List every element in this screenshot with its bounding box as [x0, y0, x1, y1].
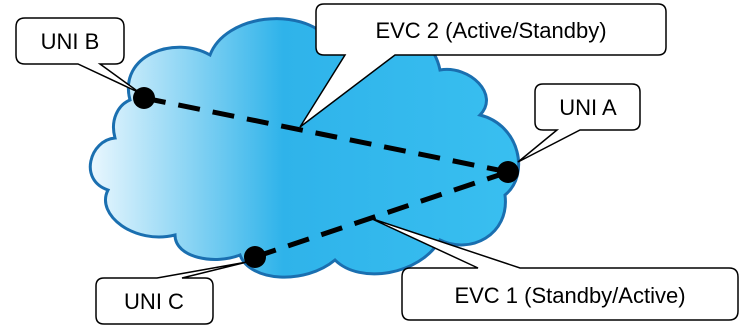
evc2-dashed-line: [143, 95, 509, 175]
uni-b-label: UNI B: [41, 29, 100, 54]
uni-b-callout-box: [15, 17, 141, 94]
uni-c-node: [244, 246, 266, 268]
network-cloud: [88, 17, 521, 279]
uni-a-node: [497, 161, 519, 183]
uni-c-label: UNI C: [124, 289, 184, 314]
evc1-callout-box: [369, 217, 739, 321]
uni-c-callout-box: [95, 261, 248, 325]
evc2-label: EVC 2 (Active/Standby): [375, 18, 606, 43]
evc2-callout-box: [299, 3, 667, 128]
evc1-dashed-line: [254, 169, 509, 260]
uni-a-label: UNI A: [559, 95, 617, 120]
evc1-label: EVC 1 (Standby/Active): [454, 283, 685, 308]
uni-a-callout-box: [517, 83, 641, 163]
